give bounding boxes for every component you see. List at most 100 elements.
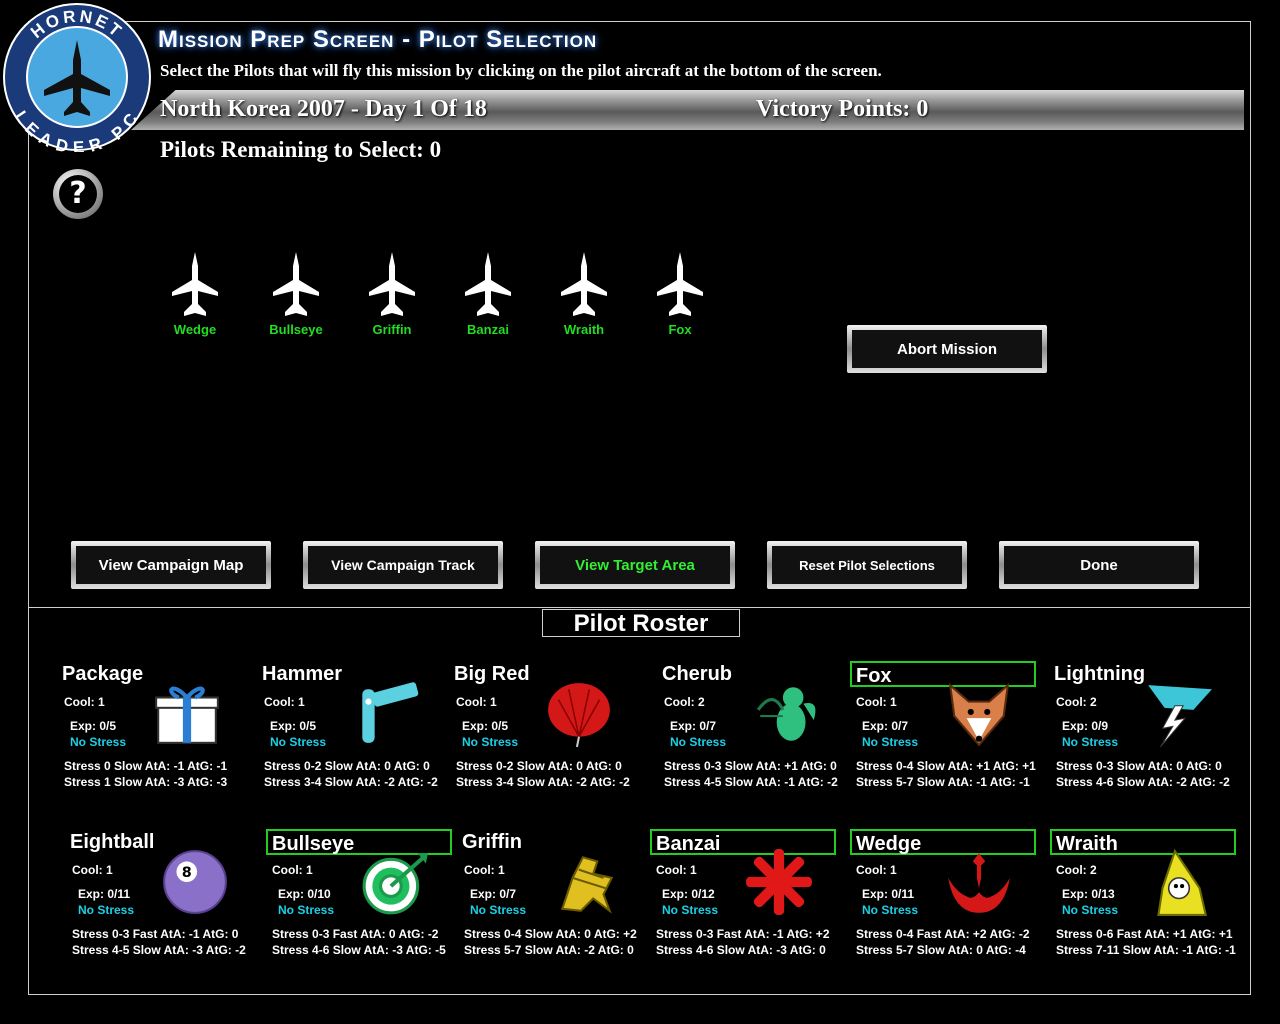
pilot-stress-line-2: Stress 1 Slow AtA: -3 AtG: -3: [64, 775, 228, 789]
question-icon: ?: [59, 175, 97, 213]
pilot-stress-line-1: Stress 0-3 Slow AtA: 0 AtG: 0: [1056, 759, 1222, 773]
pilot-stress-line-1: Stress 0-3 Fast AtA: 0 AtG: -2: [272, 927, 439, 941]
pilot-name: Griffin: [462, 831, 522, 853]
pilot-exp: Exp: 0/5: [462, 719, 509, 733]
eightball-icon: 8: [163, 850, 227, 914]
view-target-area-button[interactable]: View Target Area: [535, 541, 735, 589]
pilot-stress-line-1: Stress 0-6 Fast AtA: +1 AtG: +1: [1056, 927, 1233, 941]
cherub-icon: [756, 687, 816, 741]
jet-pilot-name: Wedge: [173, 322, 217, 337]
jet-icon: [273, 252, 319, 316]
pilot-name: Hammer: [262, 663, 343, 685]
pilot-cool: Cool: 1: [264, 695, 305, 709]
pilot-name: Wedge: [850, 829, 1036, 855]
view-campaign-track-button[interactable]: View Campaign Track: [303, 541, 503, 589]
pilot-stress: No Stress: [470, 903, 527, 917]
hornet-leader-logo: HORNET LEADER PC: [3, 3, 151, 152]
pilot-stress-line-2: Stress 4-5 Slow AtA: -3 AtG: -2: [72, 943, 246, 957]
selected-pilot-jet[interactable]: Wraith: [554, 252, 614, 337]
campaign-day: North Korea 2007 - Day 1 Of 18: [160, 96, 487, 122]
pilot-cool: Cool: 2: [664, 695, 705, 709]
pilot-stress-line-2: Stress 5-7 Slow AtA: 0 AtG: -4: [856, 943, 1026, 957]
selected-pilot-jet[interactable]: Fox: [650, 252, 710, 337]
view-campaign-track-label: View Campaign Track: [308, 546, 498, 584]
pilot-name: Banzai: [650, 829, 836, 855]
pilot-stress: No Stress: [270, 735, 327, 749]
anchor-wedge-icon: [948, 853, 1010, 913]
pilot-stress-line-2: Stress 4-6 Slow AtA: -3 AtG: -5: [272, 943, 446, 957]
campaign-banner: [131, 90, 1244, 130]
done-label: Done: [1004, 546, 1194, 584]
page-subtitle: Select the Pilots that will fly this mis…: [160, 61, 882, 80]
selected-pilot-jet[interactable]: Griffin: [362, 252, 422, 337]
help-button[interactable]: ?: [53, 169, 103, 219]
pilot-stress-line-1: Stress 0 Slow AtA: -1 AtG: -1: [64, 759, 228, 773]
pilot-exp: Exp: 0/10: [278, 887, 331, 901]
pilot-exp: Exp: 0/5: [70, 719, 117, 733]
jet-icon: [172, 252, 218, 316]
pilot-cool: Cool: 1: [856, 695, 897, 709]
pilot-stress-line-2: Stress 4-5 Slow AtA: -1 AtG: -2: [664, 775, 838, 789]
pilot-exp: Exp: 0/7: [470, 887, 517, 901]
pilot-stress-line-2: Stress 3-4 Slow AtA: -2 AtG: -2: [456, 775, 630, 789]
victory-points: Victory Points: 0: [756, 96, 929, 122]
pilot-stress-line-2: Stress 5-7 Slow AtA: -1 AtG: -1: [856, 775, 1030, 789]
pilot-stress: No Stress: [662, 903, 719, 917]
abort-mission-label: Abort Mission: [852, 330, 1042, 368]
view-campaign-map-label: View Campaign Map: [76, 546, 266, 584]
pilot-exp: Exp: 0/7: [670, 719, 717, 733]
pilot-stress: No Stress: [462, 735, 519, 749]
pilot-stress: No Stress: [1062, 903, 1119, 917]
pilot-stress-line-1: Stress 0-2 Slow AtA: 0 AtG: 0: [456, 759, 622, 773]
pilot-stress: No Stress: [862, 735, 919, 749]
abort-mission-button[interactable]: Abort Mission: [847, 325, 1047, 373]
jet-pilot-name: Fox: [668, 322, 692, 337]
pilot-exp: Exp: 0/12: [662, 887, 715, 901]
pilot-stress-line-1: Stress 0-3 Fast AtA: -1 AtG: +2: [656, 927, 830, 941]
pilot-stress-line-1: Stress 0-2 Slow AtA: 0 AtG: 0: [264, 759, 430, 773]
pilot-cool: Cool: 1: [72, 863, 113, 877]
red-balloon-icon: [548, 683, 610, 748]
reset-pilot-selections-label: Reset Pilot Selections: [772, 546, 962, 584]
pilot-cool: Cool: 2: [1056, 695, 1097, 709]
pilot-name: Lightning: [1054, 663, 1146, 685]
view-campaign-map-button[interactable]: View Campaign Map: [71, 541, 271, 589]
pilot-cool: Cool: 1: [856, 863, 897, 877]
selected-pilot-jet[interactable]: Banzai: [458, 252, 518, 337]
gift-icon: [155, 686, 219, 744]
target-arrow-icon: [362, 853, 428, 915]
pilot-cool: Cool: 1: [456, 695, 497, 709]
selected-pilot-jet[interactable]: Bullseye: [266, 252, 326, 337]
pilot-exp: Exp: 0/11: [862, 887, 915, 901]
pilot-exp: Exp: 0/7: [862, 719, 909, 733]
pilot-exp: Exp: 0/5: [270, 719, 317, 733]
fox-icon: [948, 682, 1010, 747]
pilot-name: Fox: [850, 661, 1036, 687]
pilot-cool: Cool: 1: [656, 863, 697, 877]
pilot-stress-line-1: Stress 0-4 Slow AtA: 0 AtG: +2: [464, 927, 637, 941]
roster-title: Pilot Roster: [542, 609, 740, 637]
pilot-name: Eightball: [70, 831, 155, 853]
pilot-name: Big Red: [454, 663, 530, 685]
pilot-cool: Cool: 2: [1056, 863, 1097, 877]
pilot-stress-line-2: Stress 3-4 Slow AtA: -2 AtG: -2: [264, 775, 438, 789]
pilot-exp: Exp: 0/11: [78, 887, 131, 901]
jet-icon: [369, 252, 415, 316]
reset-pilot-selections-button[interactable]: Reset Pilot Selections: [767, 541, 967, 589]
main-frame: [28, 21, 1251, 995]
done-button[interactable]: Done: [999, 541, 1199, 589]
selected-pilot-jet[interactable]: Wedge: [165, 252, 225, 337]
wraith-icon: [1157, 848, 1208, 916]
